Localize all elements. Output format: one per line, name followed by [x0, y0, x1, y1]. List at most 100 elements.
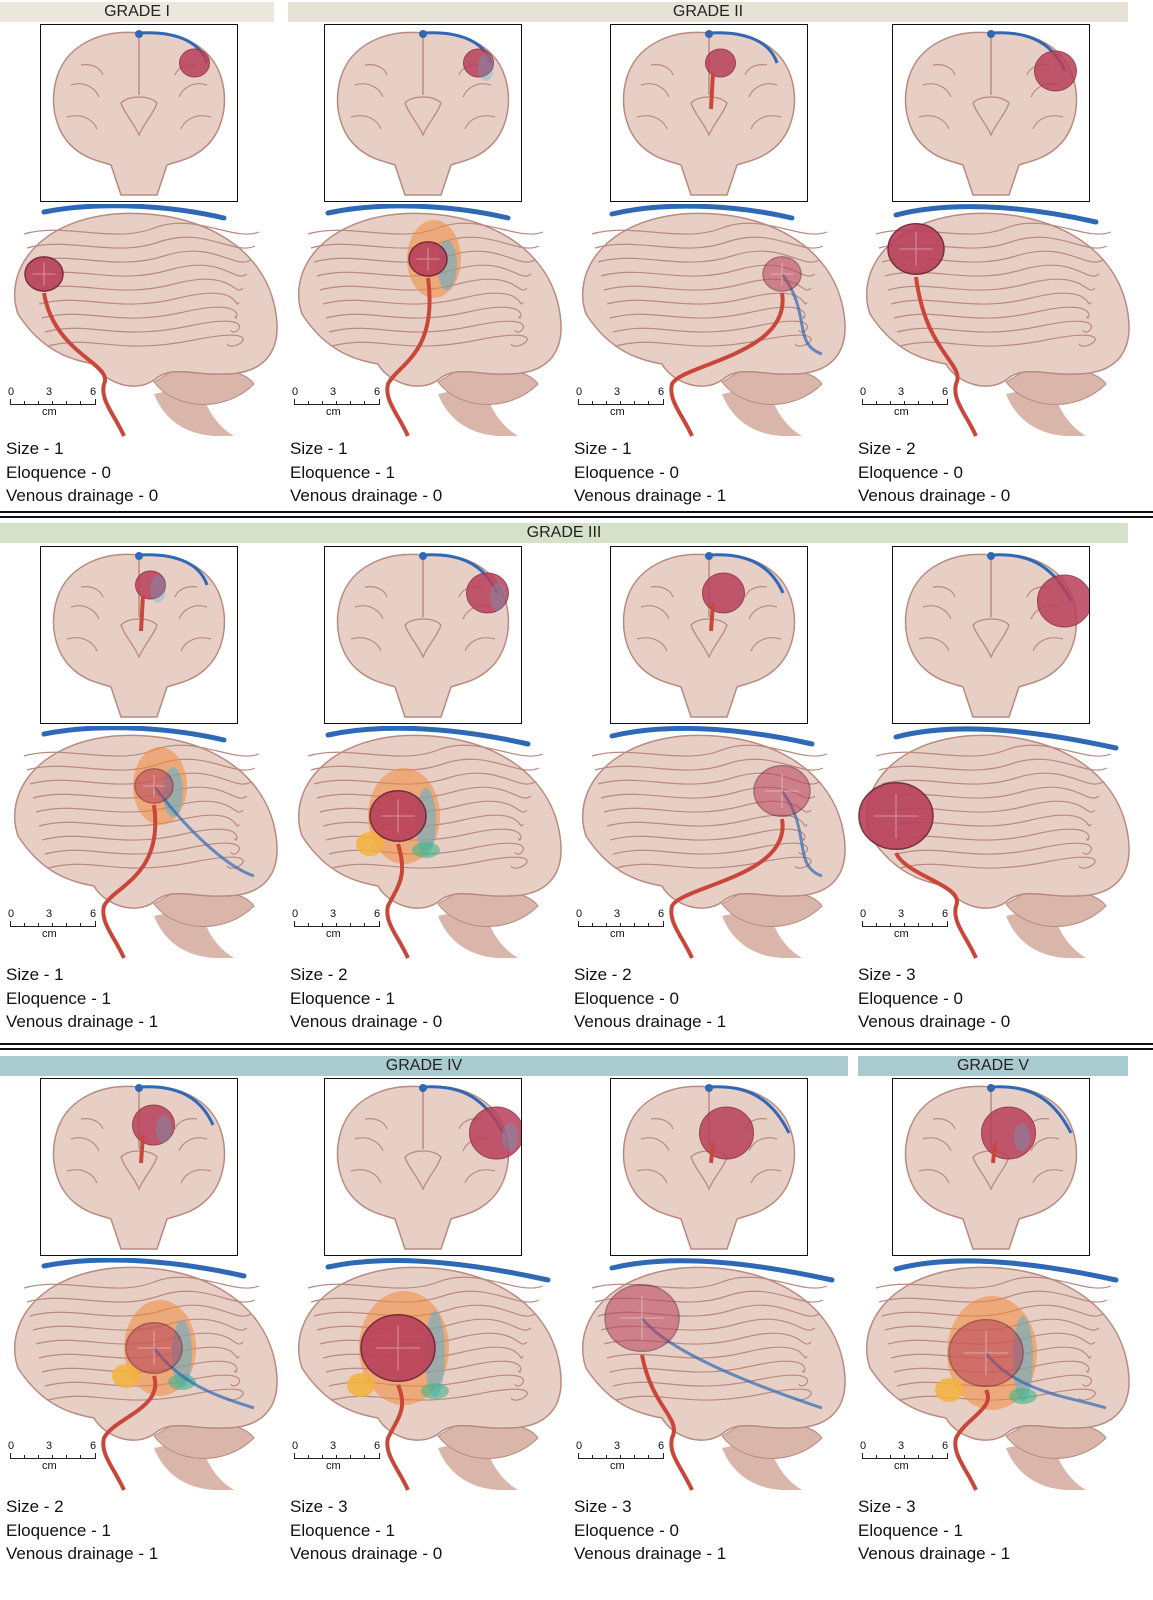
- scale-tick-label: 6: [374, 386, 381, 398]
- scale-unit: cm: [326, 406, 341, 418]
- scale-tick-label: 3: [614, 386, 621, 398]
- venous-drainage-score: Venous drainage - 1: [574, 486, 727, 505]
- eloquence-score: Eloquence - 1: [290, 462, 395, 482]
- coronal-view: [892, 24, 1090, 202]
- size-score: Size - 3: [290, 1497, 348, 1516]
- scale-tick-label: 3: [898, 908, 905, 920]
- scale-unit: cm: [610, 406, 625, 418]
- size-score: Size - 1: [574, 439, 632, 458]
- scale-tick-label: 6: [374, 1440, 381, 1452]
- venous-drainage-score: Venous drainage - 1: [574, 1544, 727, 1563]
- lateral-brain-view: [856, 204, 1132, 438]
- scale-tick-label: 0: [576, 1440, 583, 1452]
- scale-tick-label: 0: [292, 386, 299, 398]
- scale-bar: 0 3 6 cm: [8, 386, 108, 420]
- grade-v-header: GRADE V: [858, 1056, 1128, 1076]
- eloquence-score: Eloquence - 0: [574, 988, 679, 1008]
- scale-tick-label: 0: [292, 1440, 299, 1452]
- scale-tick-label: 6: [942, 908, 949, 920]
- scale-bar: 0 3 6 cm: [576, 908, 676, 942]
- scale-unit: cm: [42, 1460, 57, 1472]
- scale-tick-label: 0: [8, 1440, 15, 1452]
- scale-unit: cm: [326, 1460, 341, 1472]
- venous-drainage-score: Venous drainage - 0: [858, 1012, 1011, 1031]
- eloquence-score: Eloquence - 1: [858, 1520, 963, 1540]
- scale-tick-label: 3: [46, 1440, 53, 1452]
- lateral-brain-view: [288, 204, 564, 438]
- scale-tick-label: 6: [90, 908, 97, 920]
- eloquence-score: Eloquence - 0: [574, 462, 679, 482]
- venous-drainage-score: Venous drainage - 0: [290, 1544, 443, 1563]
- lateral-brain-view: [288, 726, 564, 960]
- coronal-view: [892, 1078, 1090, 1256]
- scale-tick-label: 6: [658, 908, 665, 920]
- eloquence-score: Eloquence - 1: [6, 988, 111, 1008]
- scale-tick-label: 3: [46, 908, 53, 920]
- grading-scores: Size - 3 Eloquence - 0 Venous drainage -…: [858, 963, 1010, 1034]
- venous-drainage-score: Venous drainage - 0: [858, 486, 1011, 505]
- coronal-view: [40, 1078, 238, 1256]
- grading-scores: Size - 3 Eloquence - 0 Venous drainage -…: [574, 1495, 726, 1566]
- grading-scores: Size - 2 Eloquence - 0 Venous drainage -…: [574, 963, 726, 1034]
- scale-unit: cm: [610, 928, 625, 940]
- scale-tick-label: 6: [374, 908, 381, 920]
- size-score: Size - 1: [6, 439, 64, 458]
- size-score: Size - 2: [290, 965, 348, 984]
- scale-tick-label: 0: [860, 908, 867, 920]
- grading-scores: Size - 2 Eloquence - 0 Venous drainage -…: [858, 437, 1010, 508]
- grade-ii-header: GRADE II: [288, 2, 1128, 22]
- eloquence-score: Eloquence - 0: [6, 462, 111, 482]
- grade-i-header: GRADE I: [0, 2, 274, 22]
- scale-bar: 0 3 6 cm: [8, 1440, 108, 1474]
- size-score: Size - 3: [574, 1497, 632, 1516]
- scale-unit: cm: [894, 928, 909, 940]
- scale-bar: 0 3 6 cm: [860, 1440, 960, 1474]
- size-score: Size - 1: [6, 965, 64, 984]
- eloquence-score: Eloquence - 1: [290, 1520, 395, 1540]
- scale-tick-label: 6: [90, 1440, 97, 1452]
- scale-bar: 0 3 6 cm: [860, 908, 960, 942]
- coronal-view: [40, 546, 238, 724]
- coronal-view: [892, 546, 1090, 724]
- lateral-brain-view: [856, 726, 1132, 960]
- lateral-brain-view: [856, 1258, 1132, 1492]
- scale-tick-label: 3: [898, 1440, 905, 1452]
- scale-tick-label: 3: [330, 1440, 337, 1452]
- lateral-brain-view: [288, 1258, 564, 1492]
- scale-bar: 0 3 6 cm: [292, 1440, 392, 1474]
- row-separator: [0, 511, 1153, 518]
- grade-iv-header: GRADE IV: [0, 1056, 848, 1076]
- lateral-brain-view: [4, 726, 280, 960]
- scale-bar: 0 3 6 cm: [8, 908, 108, 942]
- scale-tick-label: 0: [8, 908, 15, 920]
- coronal-view: [324, 24, 522, 202]
- scale-tick-label: 6: [658, 386, 665, 398]
- scale-tick-label: 6: [942, 1440, 949, 1452]
- venous-drainage-score: Venous drainage - 0: [290, 486, 443, 505]
- lateral-brain-view: [572, 726, 848, 960]
- scale-tick-label: 0: [860, 386, 867, 398]
- venous-drainage-score: Venous drainage - 1: [858, 1544, 1011, 1563]
- scale-unit: cm: [610, 1460, 625, 1472]
- venous-drainage-score: Venous drainage - 1: [6, 1544, 159, 1563]
- scale-unit: cm: [42, 406, 57, 418]
- scale-tick-label: 6: [658, 1440, 665, 1452]
- scale-unit: cm: [42, 928, 57, 940]
- grading-scores: Size - 3 Eloquence - 1 Venous drainage -…: [290, 1495, 442, 1566]
- scale-bar: 0 3 6 cm: [292, 386, 392, 420]
- size-score: Size - 3: [858, 965, 916, 984]
- eloquence-score: Eloquence - 0: [858, 988, 963, 1008]
- grading-scores: Size - 1 Eloquence - 0 Venous drainage -…: [6, 437, 158, 508]
- scale-bar: 0 3 6 cm: [292, 908, 392, 942]
- scale-bar: 0 3 6 cm: [576, 386, 676, 420]
- grade-iii-header: GRADE III: [0, 523, 1128, 543]
- lateral-brain-view: [4, 204, 280, 438]
- size-score: Size - 2: [6, 1497, 64, 1516]
- coronal-view: [610, 24, 808, 202]
- grading-scores: Size - 1 Eloquence - 1 Venous drainage -…: [6, 963, 158, 1034]
- eloquence-score: Eloquence - 1: [290, 988, 395, 1008]
- lateral-brain-view: [572, 1258, 848, 1492]
- scale-tick-label: 6: [942, 386, 949, 398]
- eloquence-score: Eloquence - 0: [574, 1520, 679, 1540]
- eloquence-score: Eloquence - 0: [858, 462, 963, 482]
